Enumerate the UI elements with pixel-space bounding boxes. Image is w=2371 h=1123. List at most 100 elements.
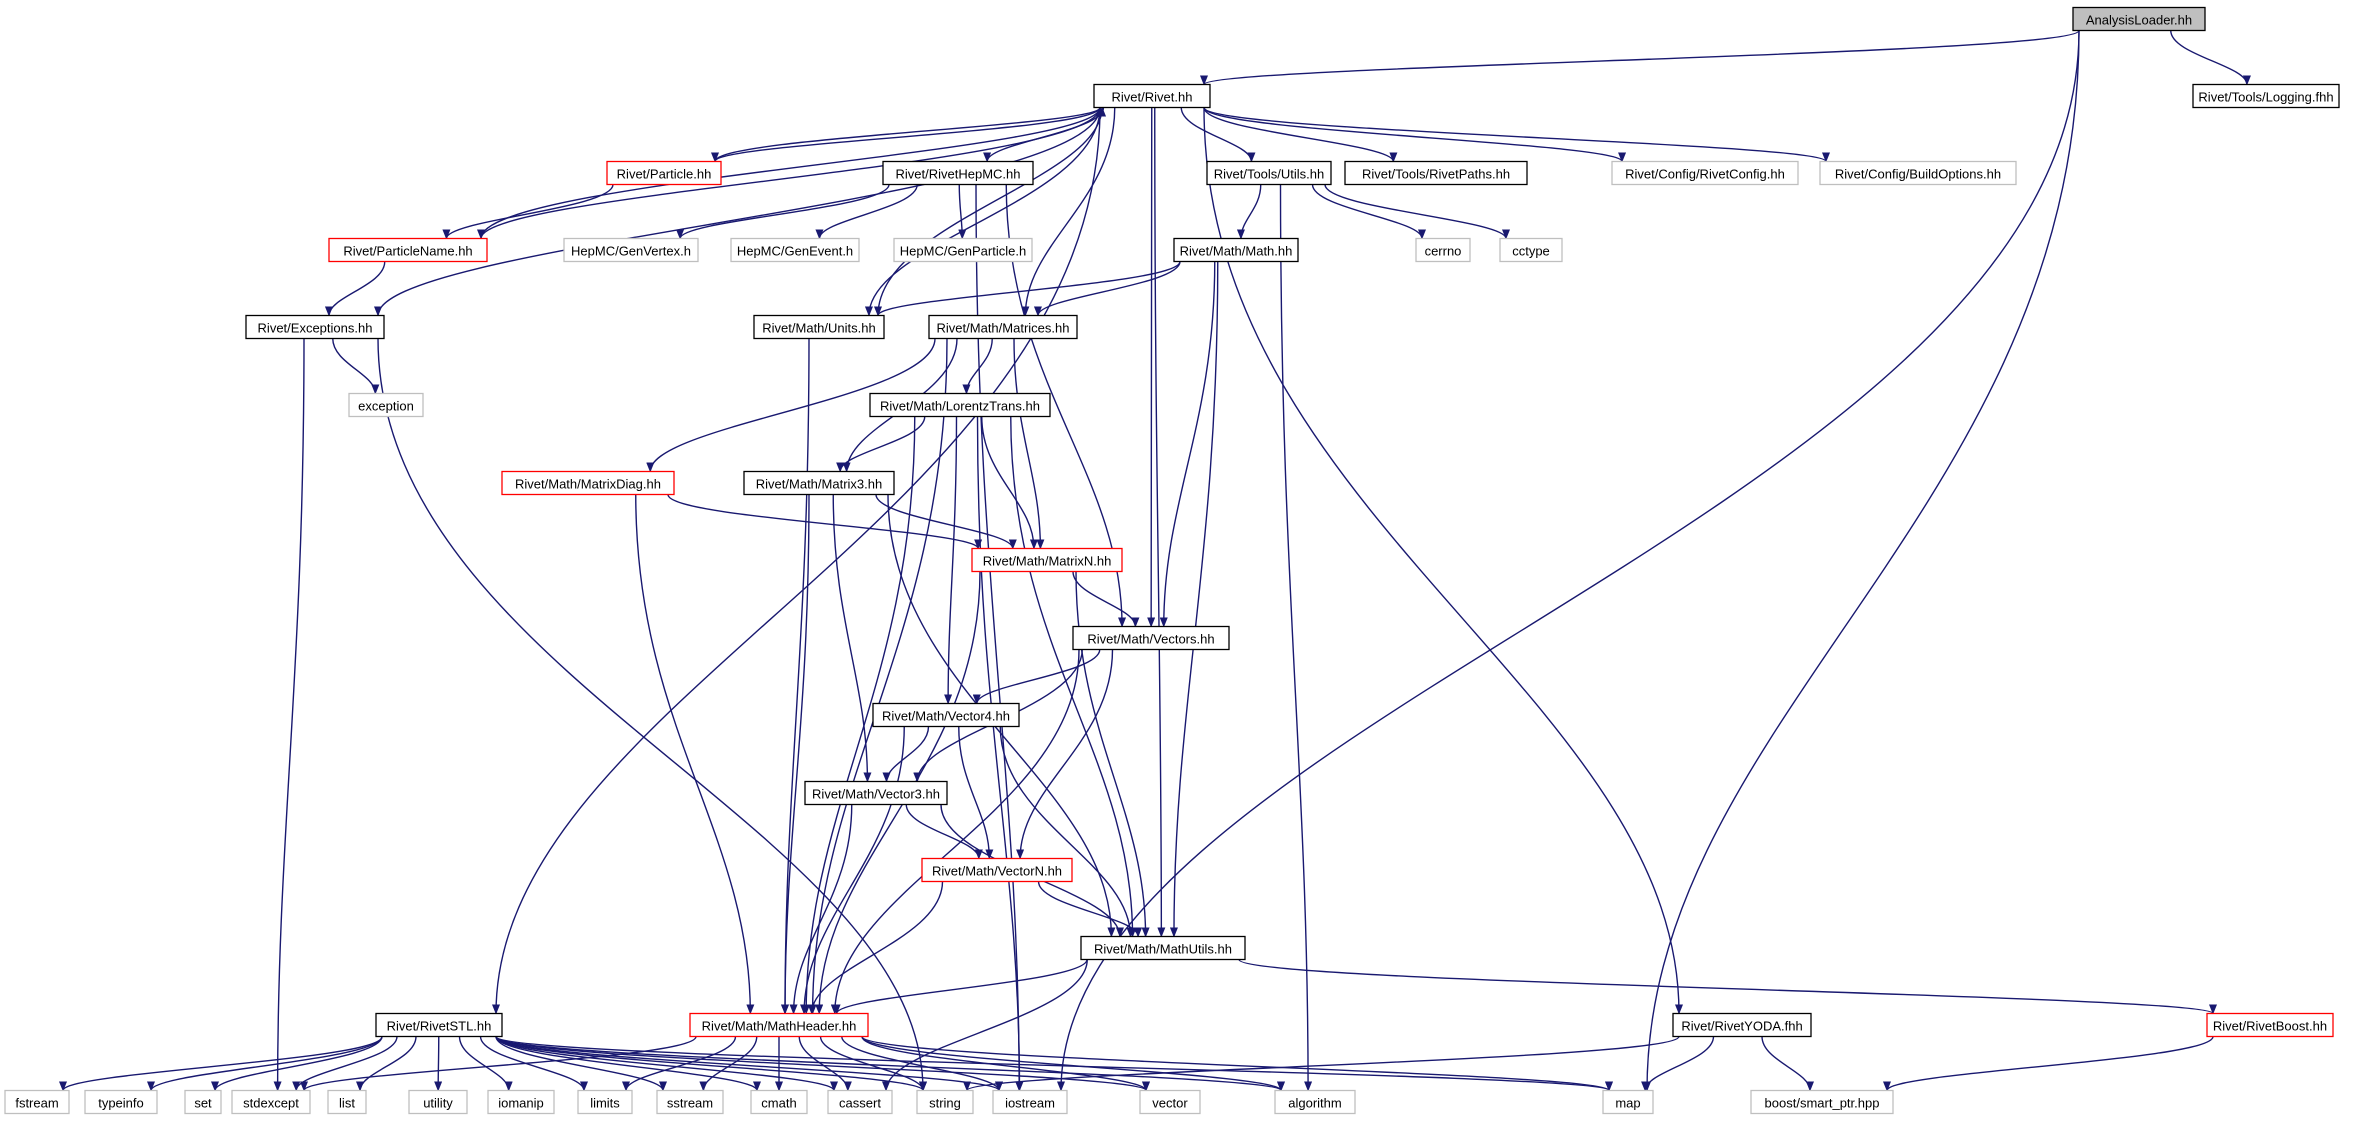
edge-rivetstl-to-sstream	[495, 1036, 667, 1092]
node-label: Rivet/Config/BuildOptions.hh	[1835, 167, 2001, 182]
node-utility: utility	[408, 1089, 468, 1115]
node-mathutils[interactable]: Rivet/Math/MathUtils.hh	[1080, 935, 1246, 961]
edge-rivet-to-units	[864, 107, 1101, 317]
node-box	[730, 237, 860, 263]
edge-matrices-to-matrixdiag	[646, 338, 936, 473]
node-label: Rivet/Particle.hh	[617, 167, 712, 182]
edge-matrices-to-matrixn	[1013, 338, 1045, 550]
edge-mathheader-to-stdexcept	[300, 1035, 697, 1092]
node-box	[872, 702, 1020, 728]
node-vectorn[interactable]: Rivet/Math/VectorN.hh	[921, 857, 1073, 883]
edge-mathheader-to-sstream	[699, 1036, 758, 1092]
node-box	[753, 314, 885, 340]
edge-particle-to-particlename	[442, 184, 614, 240]
node-vector3[interactable]: Rivet/Math/Vector3.hh	[804, 780, 948, 806]
node-box	[84, 1089, 158, 1115]
node-rivetstl[interactable]: Rivet/RivetSTL.hh	[375, 1012, 503, 1038]
edge-mathutils-to-rivetboost	[1238, 958, 2217, 1015]
node-box	[2072, 6, 2206, 32]
node-vector: vector	[1139, 1089, 1201, 1115]
node-label: iostream	[1005, 1096, 1055, 1111]
edge-particle-to-rivet	[714, 106, 1104, 162]
node-mathmath[interactable]: Rivet/Math/Math.hh	[1173, 237, 1299, 263]
edge-mathmath-to-units	[874, 261, 1181, 317]
node-box	[882, 160, 1034, 186]
node-logging[interactable]: Rivet/Tools/Logging.fhh	[2192, 83, 2340, 109]
node-box	[1602, 1089, 1654, 1115]
node-label: Rivet/ParticleName.hh	[343, 244, 472, 259]
node-label: Rivet/Exceptions.hh	[258, 321, 373, 336]
node-box	[1611, 160, 1799, 186]
node-label: Rivet/Math/Units.hh	[762, 321, 875, 336]
node-rivetboost[interactable]: Rivet/RivetBoost.hh	[2206, 1012, 2334, 1038]
node-box	[184, 1089, 222, 1115]
edge-lorentztrans-to-vector4	[944, 416, 958, 705]
node-cmath: cmath	[750, 1089, 808, 1115]
node-box	[1672, 1012, 1812, 1038]
node-particlename[interactable]: Rivet/ParticleName.hh	[328, 237, 488, 263]
node-exception: exception	[348, 392, 424, 418]
node-vectors[interactable]: Rivet/Math/Vectors.hh	[1072, 625, 1230, 651]
node-label: fstream	[15, 1096, 58, 1111]
edge-matrix3-to-mathutils	[887, 494, 1116, 938]
edge-particlename-to-rivet	[480, 106, 1104, 239]
node-label: Rivet/Tools/RivetPaths.hh	[1362, 167, 1510, 182]
edge-mathheader-to-algorithm	[861, 1035, 1285, 1092]
edge-lorentztrans-to-matrixn	[981, 416, 1038, 550]
node-label: set	[194, 1096, 212, 1111]
edge-vectorn-to-mathutils	[1037, 881, 1143, 938]
node-buildoptions: Rivet/Config/BuildOptions.hh	[1819, 160, 2017, 186]
edge-mathheader-to-cassert	[798, 1036, 852, 1092]
edge-particlename-to-exceptions	[324, 261, 386, 317]
node-units[interactable]: Rivet/Math/Units.hh	[753, 314, 885, 340]
node-rivetyoda[interactable]: Rivet/RivetYODA.fhh	[1672, 1012, 1812, 1038]
node-matrixn[interactable]: Rivet/Math/MatrixN.hh	[971, 547, 1123, 573]
edge-mathheader-to-string	[819, 1036, 927, 1092]
node-label: Rivet/RivetBoost.hh	[2213, 1019, 2327, 1034]
edge-rivet-to-vectors	[1147, 107, 1156, 628]
node-label: cassert	[839, 1096, 881, 1111]
node-vector4[interactable]: Rivet/Math/Vector4.hh	[872, 702, 1020, 728]
edge-analysisloader-to-rivet	[1200, 29, 2080, 86]
edge-matrices-to-lorentztrans	[962, 338, 993, 395]
node-matrix3[interactable]: Rivet/Math/Matrix3.hh	[743, 470, 895, 496]
node-genparticle: HepMC/GenParticle.h	[893, 237, 1033, 263]
node-rivetpaths[interactable]: Rivet/Tools/RivetPaths.hh	[1344, 160, 1528, 186]
edge-rivet-to-exceptions	[374, 107, 1101, 317]
edge-analysisloader-to-iostream	[1057, 30, 2080, 1092]
edge-rivet-to-rivetyoda	[1203, 107, 1683, 1015]
edge-rivetstl-to-cmath	[495, 1036, 761, 1092]
node-lorentztrans[interactable]: Rivet/Math/LorentzTrans.hh	[869, 392, 1051, 418]
node-label: typeinfo	[98, 1096, 144, 1111]
edge-matrixdiag-to-matrixn	[667, 494, 983, 550]
node-exceptions[interactable]: Rivet/Exceptions.hh	[245, 314, 385, 340]
node-mathheader[interactable]: Rivet/Math/MathHeader.hh	[689, 1012, 869, 1038]
node-analysisloader[interactable]: AnalysisLoader.hh	[2072, 6, 2206, 32]
node-particle[interactable]: Rivet/Particle.hh	[606, 160, 722, 186]
edge-rivet-to-particlename	[477, 107, 1101, 240]
edge-lorentztrans-to-matrix3	[836, 416, 926, 473]
edge-exceptions-to-exception	[332, 338, 380, 395]
node-box	[893, 237, 1033, 263]
node-genevent: HepMC/GenEvent.h	[730, 237, 860, 263]
node-rivethepmc[interactable]: Rivet/RivetHepMC.hh	[882, 160, 1034, 186]
node-matrices[interactable]: Rivet/Math/Matrices.hh	[928, 314, 1078, 340]
node-box	[869, 392, 1051, 418]
node-matrixdiag[interactable]: Rivet/Math/MatrixDiag.hh	[501, 470, 675, 496]
edge-mathutils-to-mathheader	[832, 959, 1088, 1015]
edge-analysisloader-to-logging	[2170, 30, 2251, 86]
node-cerrno: cerrno	[1415, 237, 1471, 263]
node-rivet[interactable]: Rivet/Rivet.hh	[1093, 83, 1211, 109]
edge-rivetstl-to-cassert	[495, 1036, 838, 1092]
edge-rivet-to-toolsutils	[1180, 107, 1256, 163]
node-fstream: fstream	[4, 1089, 70, 1115]
node-label: utility	[423, 1096, 453, 1111]
edge-vector4-to-mathheader	[800, 726, 905, 1015]
node-label: iomanip	[498, 1096, 544, 1111]
node-label: HepMC/GenVertex.h	[571, 244, 691, 259]
edge-matrix3-to-mathheader	[781, 494, 810, 1015]
node-label: sstream	[667, 1096, 713, 1111]
node-toolsutils[interactable]: Rivet/Tools/Utils.hh	[1206, 160, 1332, 186]
node-label: Rivet/Rivet.hh	[1112, 90, 1193, 105]
node-label: Rivet/Math/Matrices.hh	[937, 321, 1070, 336]
